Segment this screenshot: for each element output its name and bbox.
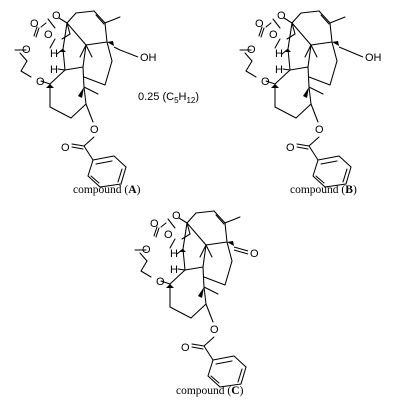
caption-compound-b: compound (B): [290, 184, 357, 196]
solvate-label: 0.25 (C5H12): [138, 91, 199, 105]
caption-compound-a: compound (A): [73, 184, 141, 196]
hydroxyl-label: OH: [140, 52, 157, 64]
hydroxyl-bond: [119, 49, 139, 58]
hydroxyl-label: OH: [365, 52, 382, 64]
ketone-oxygen: O: [250, 248, 259, 260]
compound-a-structure: OH: [14, 9, 157, 188]
hydroxyl-bond: [338, 46, 364, 58]
ketone-bond: [233, 249, 249, 255]
hydroxyl-bond: [113, 46, 121, 51]
ketone-bond: [233, 246, 249, 252]
compound-c-structure: O: [134, 209, 259, 388]
compound-b-structure: OH: [239, 9, 382, 188]
caption-compound-c: compound (C): [176, 385, 244, 397]
